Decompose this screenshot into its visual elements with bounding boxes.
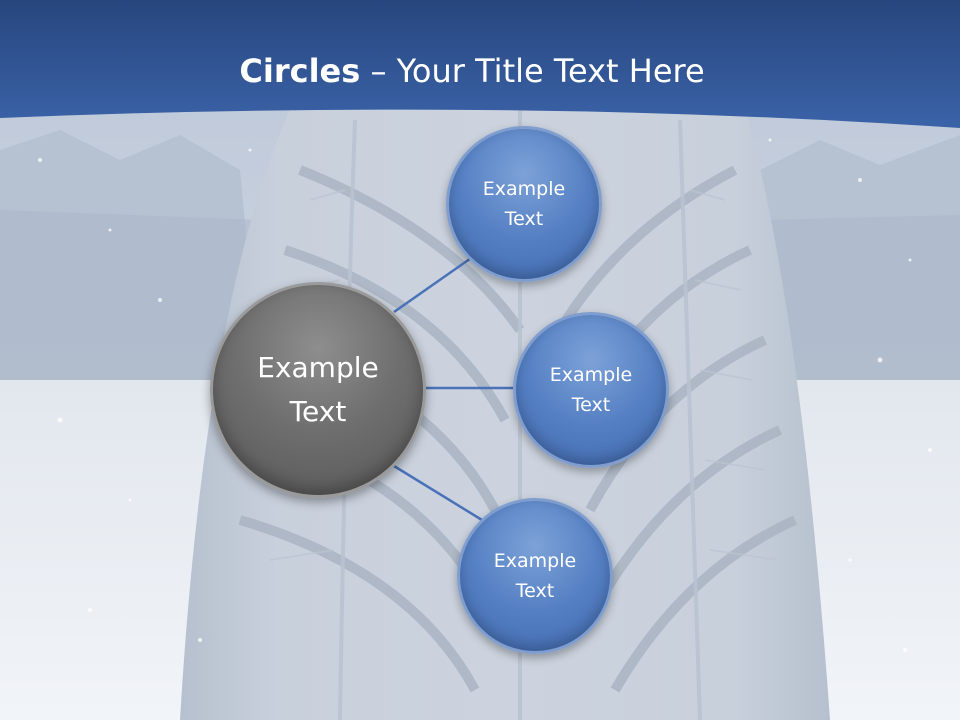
node-circle-2[interactable]: Example Text	[513, 312, 669, 468]
title-strong: Circles	[239, 52, 361, 90]
center-circle-line1: Example	[257, 351, 379, 384]
node-circle-1-line2: Text	[504, 208, 544, 230]
center-circle-line2: Text	[289, 395, 347, 428]
connector-line-3	[393, 464, 483, 522]
node-circle-3-line1: Example	[493, 550, 577, 572]
node-circle-1[interactable]: Example Text	[446, 126, 602, 282]
node-circle-3-line2: Text	[515, 580, 555, 602]
connector-line-1	[393, 254, 475, 314]
node-circle-2-line1: Example	[549, 364, 633, 386]
node-circle-1-line1: Example	[482, 178, 566, 200]
title-rest: – Your Title Text Here	[360, 52, 705, 90]
slide-title: Circles – Your Title Text Here	[0, 52, 944, 90]
node-circle-2-line2: Text	[571, 394, 611, 416]
node-circle-2-label: Example Text	[516, 360, 666, 420]
node-circle-3-label: Example Text	[460, 546, 610, 606]
node-circle-3[interactable]: Example Text	[457, 498, 613, 654]
center-circle-label: Example Text	[213, 346, 423, 434]
header-band	[0, 0, 960, 128]
center-circle[interactable]: Example Text	[210, 282, 426, 498]
node-circle-1-label: Example Text	[449, 174, 599, 234]
